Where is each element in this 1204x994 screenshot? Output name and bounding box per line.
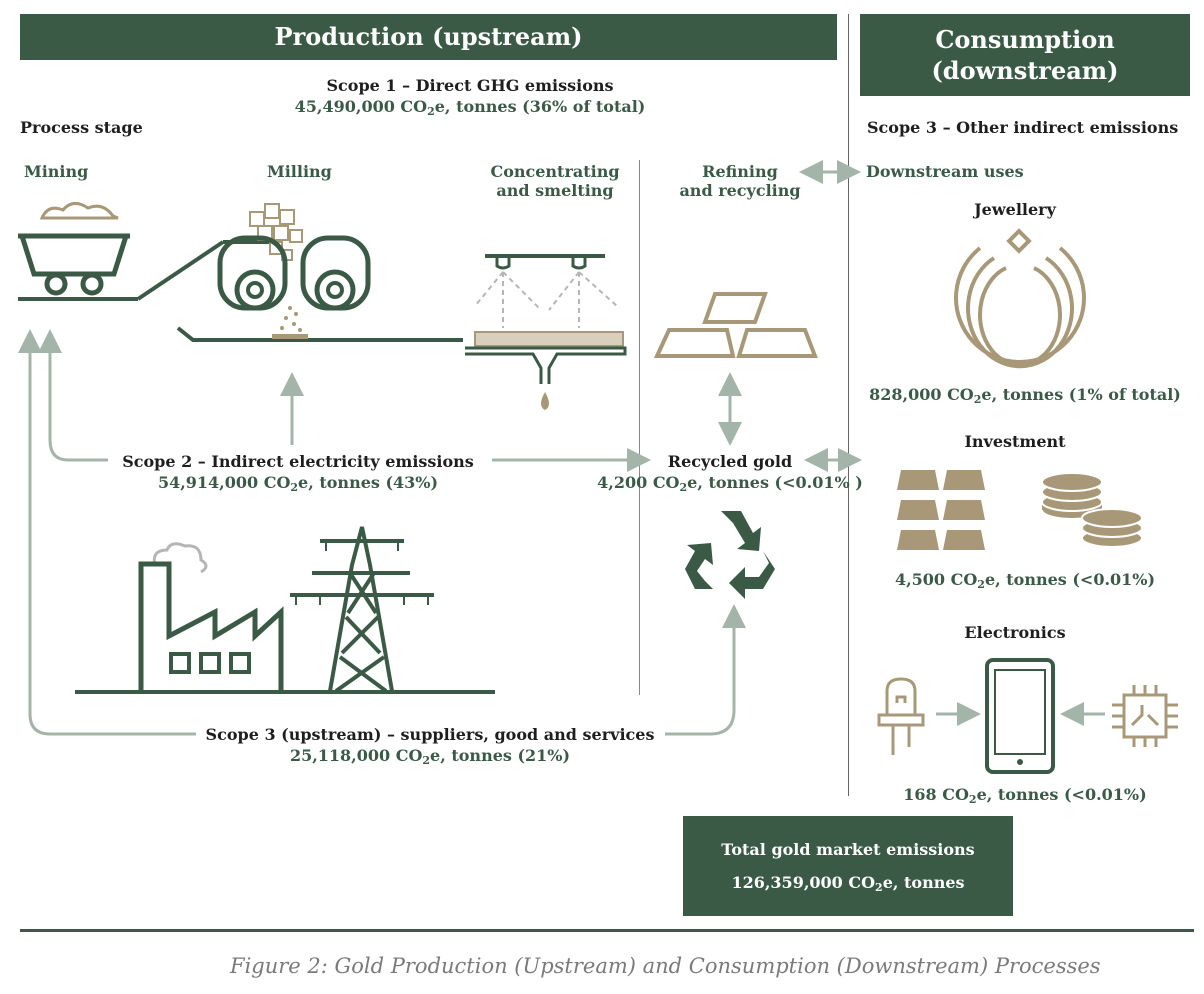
scope1-value: 45,490,000 CO2e, tonnes (36% of total) <box>294 97 646 118</box>
mine-cart-icon <box>18 202 130 296</box>
gold-bars-icon <box>653 292 818 358</box>
coins-icon <box>1041 472 1143 548</box>
stage-concentrating-line1: Concentrating <box>490 162 620 181</box>
stage-milling: Milling <box>267 162 332 181</box>
scope2-title: Scope 2 – Indirect electricity emissions <box>122 452 474 471</box>
stage-concentrating: Concentrating and smelting <box>480 162 630 200</box>
bottom-rule <box>20 929 1194 932</box>
smelter-icon <box>465 254 627 410</box>
pylon-icon <box>290 526 434 693</box>
separator-main <box>848 14 849 796</box>
scope1-title: Scope 1 – Direct GHG emissions <box>326 76 614 95</box>
recycled-value: 4,200 CO2e, tonnes (<0.01% ) <box>597 473 863 494</box>
scope3-other-label: Scope 3 – Other indirect emissions <box>867 118 1179 137</box>
consumption-banner-line2: (downstream) <box>931 56 1119 85</box>
stage-refining-line1: Refining <box>702 162 778 181</box>
tablet-icon <box>985 658 1055 774</box>
total-value: 126,359,000 CO2e, tonnes <box>731 873 965 894</box>
conveyor-icon <box>18 240 463 342</box>
recycle-icon <box>685 511 775 599</box>
chip-icon <box>1112 685 1178 747</box>
recycled-title: Recycled gold <box>667 452 793 471</box>
arrow-scope2-mining <box>38 329 108 462</box>
total-title: Total gold market emissions <box>721 840 975 859</box>
led-icon <box>877 677 925 755</box>
separator-refining <box>639 160 640 695</box>
process-stage-label: Process stage <box>20 118 143 137</box>
investment-bars-icon <box>897 470 985 550</box>
arrow-scope3-recycle <box>665 604 746 736</box>
consumption-banner: Consumption (downstream) <box>860 14 1190 96</box>
arrow-scope3-mining <box>18 329 196 736</box>
crusher-icon <box>217 203 371 339</box>
electronics-title: Electronics <box>964 623 1066 642</box>
downstream-uses-label: Downstream uses <box>866 162 1024 181</box>
total-box: Total gold market emissions 126,359,000 … <box>683 816 1013 916</box>
scope2-value: 54,914,000 CO2e, tonnes (43%) <box>157 473 439 494</box>
investment-title: Investment <box>964 432 1066 451</box>
stage-mining: Mining <box>24 162 89 181</box>
jewellery-title: Jewellery <box>974 200 1056 219</box>
stage-concentrating-line2: and smelting <box>496 181 614 200</box>
investment-value: 4,500 CO2e, tonnes (<0.01%) <box>894 570 1156 591</box>
production-banner: Production (upstream) <box>20 14 837 60</box>
necklace-icon <box>954 228 1086 369</box>
stage-refining: Refining and recycling <box>665 162 815 200</box>
jewellery-value: 828,000 CO2e, tonnes (1% of total) <box>869 385 1181 406</box>
figure-caption: Figure 2: Gold Production (Upstream) and… <box>230 954 1101 978</box>
scope3-upstream-value: 25,118,000 CO2e, tonnes (21%) <box>289 746 571 767</box>
factory-icon <box>75 542 495 694</box>
electronics-value: 168 CO2e, tonnes (<0.01%) <box>903 785 1147 806</box>
stage-refining-line2: and recycling <box>679 181 801 200</box>
consumption-banner-line1: Consumption <box>935 25 1115 54</box>
scope3-upstream-title: Scope 3 (upstream) – suppliers, good and… <box>205 725 655 744</box>
